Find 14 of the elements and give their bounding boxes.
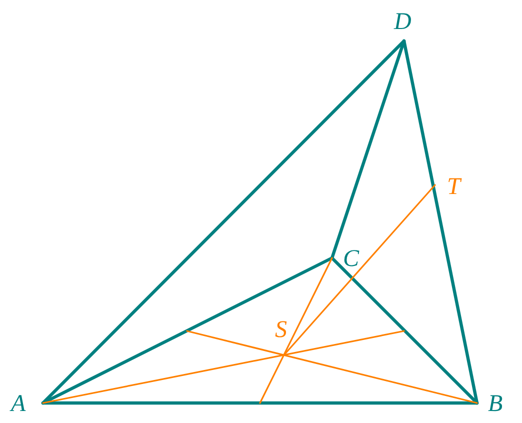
point-label: D [394,10,412,34]
point-label: A [11,392,26,416]
line-segment [330,256,479,405]
line-segment [283,184,436,356]
line-segment [41,401,479,405]
point-label: T [447,175,460,199]
point-label: C [343,247,360,271]
line-segment [42,330,405,404]
line-segment [402,39,479,405]
line-segment [330,39,406,260]
point-label: S [275,318,287,342]
line-segment [186,330,478,404]
line-segment [259,257,333,404]
point-label: B [488,392,503,416]
